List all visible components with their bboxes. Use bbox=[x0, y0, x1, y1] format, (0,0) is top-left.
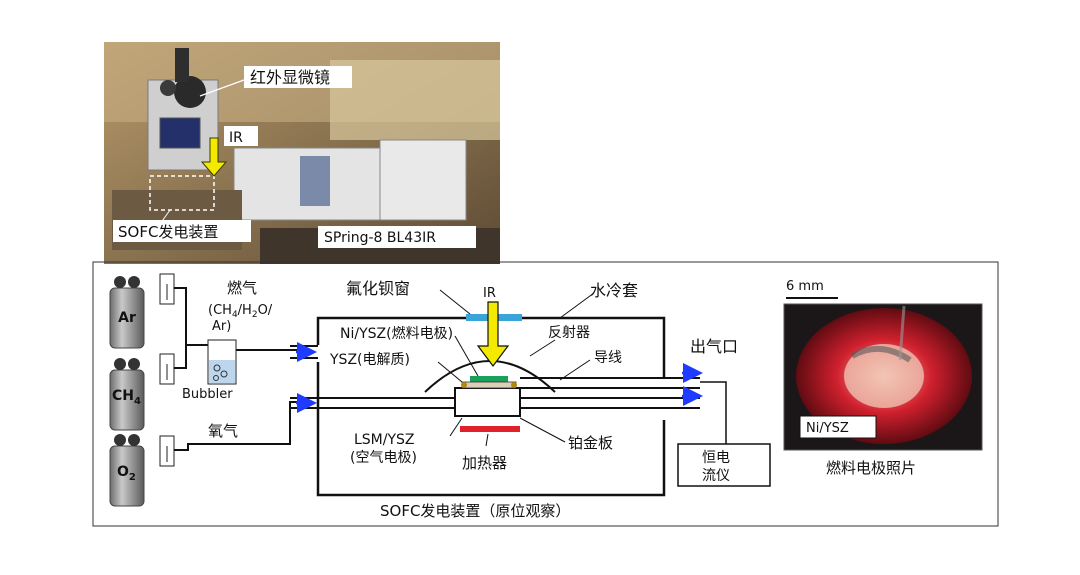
anode-layer bbox=[470, 376, 508, 382]
schematic-frame bbox=[92, 261, 999, 527]
bubbler-label: Bubbler bbox=[182, 387, 233, 402]
oxygen-label: 氧气 bbox=[208, 422, 238, 440]
outlet-label: 出气口 bbox=[690, 337, 738, 356]
reflector-label: 反射器 bbox=[548, 325, 590, 341]
gas-lines bbox=[174, 287, 298, 451]
flow-arrows bbox=[296, 342, 703, 413]
water-jacket-label: 水冷套 bbox=[590, 281, 638, 300]
cylinder-ar-label: Ar bbox=[118, 310, 136, 326]
ir-arrow bbox=[476, 301, 510, 367]
photo-sofc-label: SOFC发电装置 bbox=[118, 223, 218, 241]
electrode-photo: 6 mm Ni/YSZ 燃料电极照片 bbox=[783, 279, 983, 477]
schematic-ir-label: IR bbox=[483, 286, 496, 301]
schematic-caption: SOFC发电装置（原位观察） bbox=[380, 502, 570, 520]
fuel-formula: (CH4/H2O/ bbox=[208, 303, 273, 320]
electrolyte-layer bbox=[461, 381, 517, 389]
cathode-label-2: (空气电极) bbox=[350, 450, 417, 466]
microscope-label: 红外显微镜 bbox=[250, 68, 330, 87]
bubbler: Bubbler bbox=[182, 339, 237, 402]
inset-label: Ni/YSZ bbox=[806, 421, 849, 436]
sofc-highlight-box bbox=[149, 175, 215, 211]
heater bbox=[460, 426, 520, 432]
leader-lines bbox=[437, 289, 595, 447]
cylinder-o2: O2 bbox=[109, 434, 175, 507]
fuel-label: 燃气 bbox=[227, 279, 257, 297]
cylinder-ch4-label: CH4 bbox=[112, 388, 141, 407]
galvanostat-label-2: 流仪 bbox=[702, 468, 730, 484]
galvanostat-label-1: 恒电 bbox=[702, 450, 730, 466]
cylinder-o2-label: O2 bbox=[117, 464, 136, 483]
anode-label: Ni/YSZ(燃料电极) bbox=[340, 325, 453, 342]
photo-ir-arrow bbox=[200, 137, 228, 177]
galvanostat: 恒电 流仪 bbox=[677, 381, 771, 487]
sofc-chamber bbox=[290, 301, 700, 497]
cell-holder bbox=[454, 387, 521, 417]
microscope-label-box bbox=[244, 66, 352, 88]
electrolyte-label: YSZ(电解质) bbox=[329, 352, 410, 368]
cylinder-ch4: CH4 bbox=[109, 353, 175, 431]
wire-label: 导线 bbox=[594, 350, 622, 366]
photo-ir-label: IR bbox=[229, 130, 243, 146]
heater-label: 加热器 bbox=[462, 454, 507, 472]
electrode-photo-caption: 燃料电极照片 bbox=[826, 459, 916, 477]
baf2-window-label: 氟化钡窗 bbox=[346, 279, 410, 298]
scale-label: 6 mm bbox=[786, 279, 824, 294]
cathode-label-1: LSM/YSZ bbox=[354, 432, 415, 448]
pt-plate-label: 铂金板 bbox=[568, 434, 613, 452]
lab-photo: 红外显微镜 IR SOFC发电装置 SPring-8 BL43IR bbox=[104, 42, 500, 264]
cylinder-ar: Ar bbox=[109, 273, 175, 349]
fuel-formula-line2: Ar) bbox=[212, 319, 231, 334]
beamline-label: SPring-8 BL43IR bbox=[324, 230, 436, 246]
